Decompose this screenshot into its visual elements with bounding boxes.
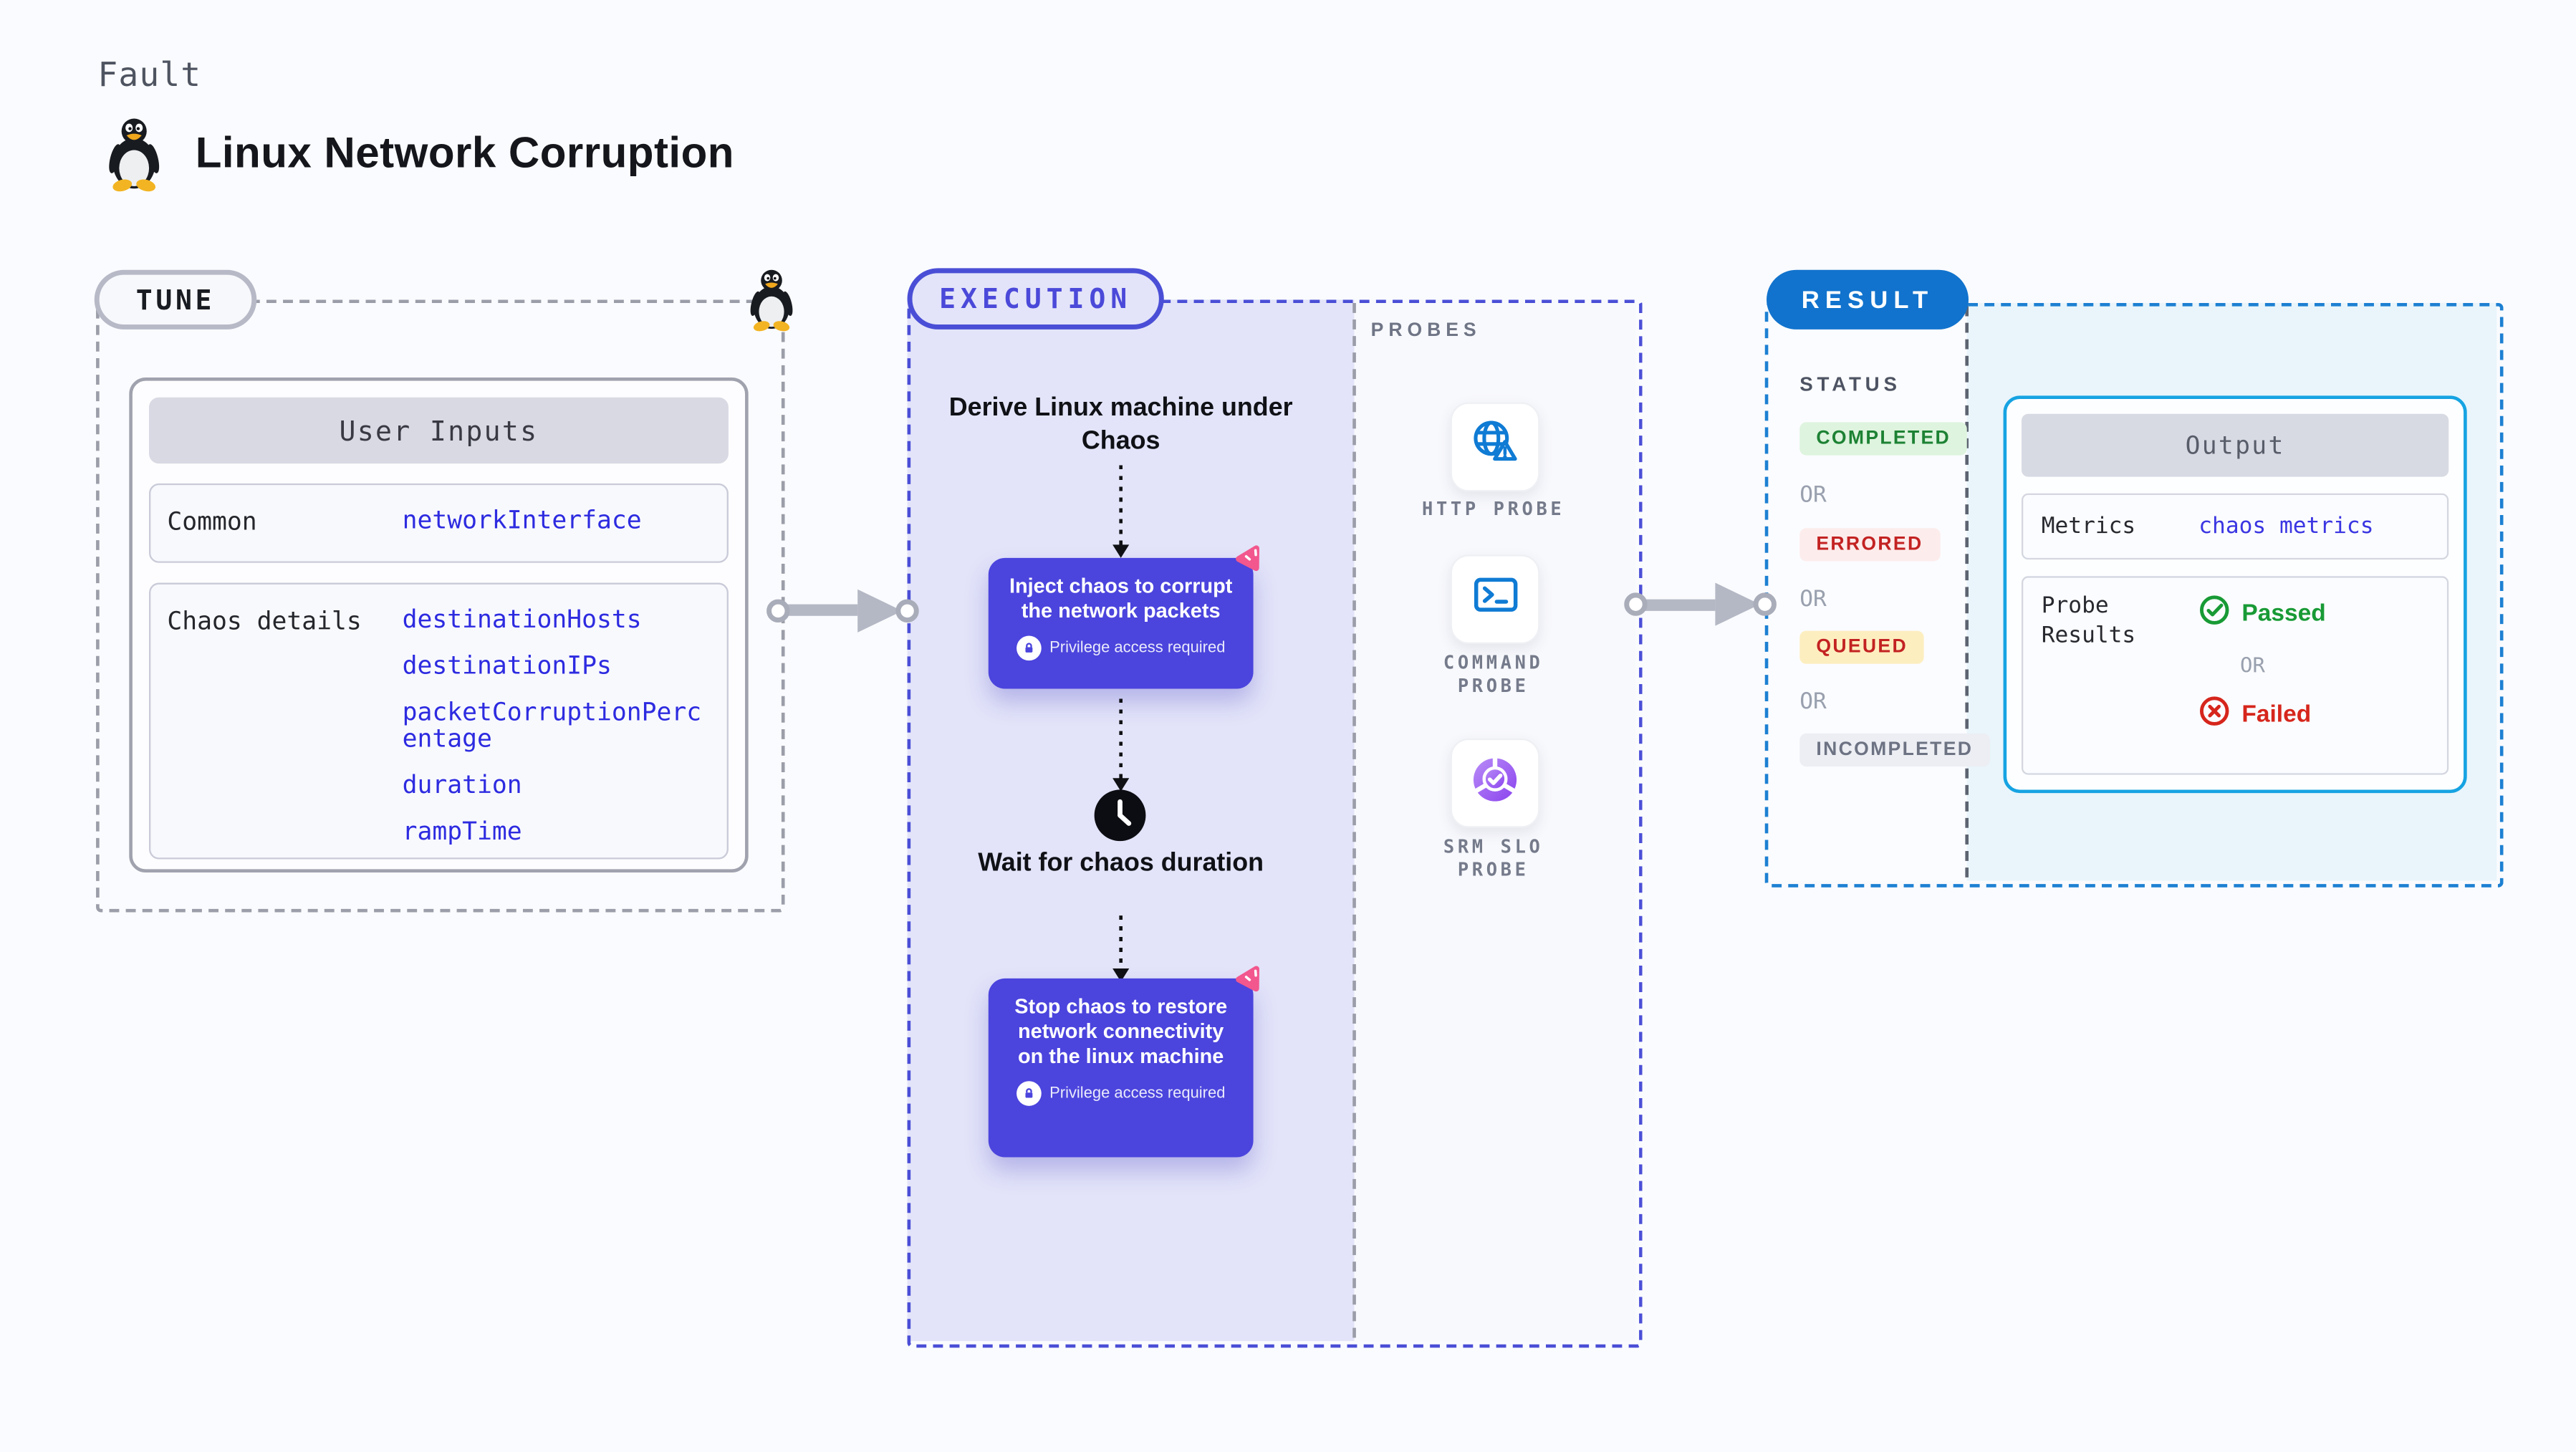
chaos-experiment-icon <box>1224 962 1261 1000</box>
slo-pie-check-icon <box>1469 752 1522 814</box>
status-badge-queued[interactable]: QUEUED <box>1799 630 1925 664</box>
wait-step-label: Wait for chaos duration <box>978 849 1264 878</box>
status-badge-incompleted[interactable]: INCOMPLETED <box>1799 733 1990 767</box>
command-probe-card[interactable] <box>1450 554 1540 645</box>
linux-tux-icon <box>745 266 798 341</box>
input-value: destinationIPs <box>402 650 612 681</box>
inject-step-label: Inject chaos to corrupt the network pack… <box>1009 574 1233 623</box>
connector-arrowhead <box>1715 582 1760 626</box>
input-row-label: Common <box>167 506 257 537</box>
or-label: OR <box>1799 586 1827 613</box>
flow-arrow-down <box>1112 698 1130 792</box>
input-value: duration <box>402 769 522 800</box>
connector-dot <box>1624 592 1648 616</box>
page-title: Linux Network Corruption <box>195 127 734 178</box>
user-inputs-title: User Inputs <box>149 397 729 464</box>
privilege-note: Privilege access required <box>1049 1084 1226 1103</box>
user-inputs-card: User Inputs Common networkInterface Chao… <box>129 377 749 873</box>
connector-dot <box>1753 592 1777 616</box>
flow-arrow-down <box>1112 465 1130 558</box>
flow-arrow-down <box>1112 915 1130 982</box>
x-circle-icon <box>2198 696 2230 735</box>
derive-step-label: Derive Linux machine under Chaos <box>948 394 1293 455</box>
privilege-note: Privilege access required <box>1049 639 1226 658</box>
fault-kicker: Fault <box>97 54 202 95</box>
globe-alert-icon <box>1468 417 1522 476</box>
lock-icon <box>1016 1081 1042 1106</box>
linux-tux-icon <box>102 116 165 201</box>
terminal-icon <box>1469 571 1521 628</box>
execution-stage-box <box>907 299 1643 1348</box>
input-value: networkInterface <box>402 504 642 535</box>
output-card: Output Metrics chaos metrics Probe Resul… <box>2003 395 2467 794</box>
connector-line <box>778 604 858 616</box>
metrics-row: Metrics chaos metrics <box>2021 493 2449 560</box>
or-label: OR <box>1799 688 1827 716</box>
result-stage-badge: RESULT <box>1767 269 1969 330</box>
tune-stage-badge: TUNE <box>94 269 257 330</box>
input-value: packetCorruptionPercentage <box>402 697 702 754</box>
command-probe-label: COMMAND PROBE <box>1443 652 1544 698</box>
or-label: OR <box>2240 652 2265 678</box>
probe-results-label: Probe Results <box>2041 592 2136 649</box>
input-row-chaos-details: Chaos details destinationHosts destinati… <box>149 582 729 860</box>
result-status-panel <box>1764 302 1967 881</box>
http-probe-card[interactable] <box>1450 402 1540 492</box>
metrics-value: chaos metrics <box>2198 513 2374 540</box>
inject-chaos-step-card[interactable]: Inject chaos to corrupt the network pack… <box>988 557 1254 689</box>
status-badge-errored[interactable]: ERRORED <box>1799 528 1940 562</box>
input-row-label: Chaos details <box>167 605 362 636</box>
srm-slo-probe-card[interactable] <box>1450 738 1540 828</box>
input-value: rampTime <box>402 816 522 847</box>
stop-step-label: Stop chaos to restore network connectivi… <box>1014 995 1228 1068</box>
srm-slo-probe-label: SRM SLO PROBE <box>1443 836 1544 881</box>
result-divider <box>1965 306 1969 878</box>
passed-label: Passed <box>2241 600 2326 628</box>
input-row-common: Common networkInterface <box>149 483 729 563</box>
connector-dot <box>766 598 790 622</box>
or-label: OR <box>1799 481 1827 509</box>
metrics-label: Metrics <box>2041 513 2136 540</box>
probe-results-row: Probe Results Passed OR <box>2021 576 2449 775</box>
execution-probes-divider <box>1352 302 1356 1338</box>
connector-arrowhead <box>857 588 903 632</box>
http-probe-label: HTTP PROBE <box>1422 498 1565 520</box>
status-heading: STATUS <box>1799 372 1901 396</box>
failed-label: Failed <box>2241 701 2312 729</box>
connector-line <box>1635 598 1716 610</box>
input-value: destinationHosts <box>402 604 642 635</box>
connector-dot <box>895 598 919 622</box>
chaos-experiment-icon <box>1224 542 1261 580</box>
check-circle-icon <box>2198 595 2230 634</box>
lock-icon <box>1016 635 1042 661</box>
output-title: Output <box>2021 413 2449 477</box>
status-badge-completed[interactable]: COMPLETED <box>1799 422 1968 456</box>
execution-stage-badge: EXECUTION <box>907 268 1164 330</box>
stop-chaos-step-card[interactable]: Stop chaos to restore network connectivi… <box>988 978 1254 1158</box>
wait-clock-icon <box>1092 788 1147 842</box>
probes-heading: PROBES <box>1370 321 1481 342</box>
